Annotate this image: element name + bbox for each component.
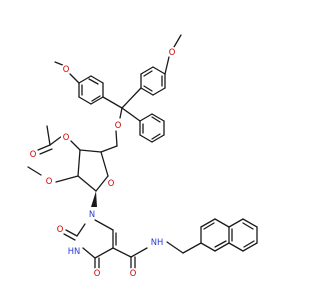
naphthalene-ring-a <box>200 218 230 252</box>
atom-label-uracil-c4-oxygen: O <box>91 267 103 279</box>
atom-label-trityl-ether: O <box>112 119 124 131</box>
svg-text:O: O <box>63 64 70 74</box>
ether-o-to-ch2 <box>115 130 118 147</box>
c5-to-amide-c <box>112 247 132 258</box>
atom-label-uracil-n1: N <box>86 208 98 220</box>
right-ome-methyl <box>173 34 182 48</box>
svg-text:O: O <box>94 268 101 278</box>
acetyl-methyl <box>46 125 51 146</box>
left-ome-bond <box>69 73 80 84</box>
acetyl-o-to-carbonyl-c <box>49 135 63 146</box>
right-methoxyphenyl-ring <box>140 66 166 96</box>
naphthalene-ring-b <box>228 218 258 252</box>
structure-diagram: O O O O O O O N O HN O O <box>27 34 258 279</box>
svg-text:O: O <box>57 224 64 234</box>
n-to-ch2 <box>166 241 184 254</box>
trityl-to-left-ring <box>102 96 123 109</box>
ch2-to-naphthyl <box>182 242 202 254</box>
atom-label-sugar-methoxy: O <box>43 175 55 187</box>
furanose-ring <box>77 149 109 192</box>
atom-label-uracil-c2-oxygen: O <box>54 223 66 235</box>
svg-text:O: O <box>115 120 122 130</box>
atom-label-acetyl-carbonyl: O <box>27 148 39 160</box>
atom-label-amide-nh: NH <box>149 237 165 247</box>
svg-text:HN: HN <box>68 246 81 256</box>
atom-label-uracil-n3h: HN <box>66 246 82 256</box>
svg-text:O: O <box>63 132 70 142</box>
trityl-to-right-ring <box>121 87 142 109</box>
c2-carbonyl-1 <box>65 229 78 237</box>
acetyl-c-double-o-1 <box>37 144 51 151</box>
c3-to-acetyl-o <box>70 140 81 151</box>
right-ome-bond <box>164 56 170 75</box>
uracil-ring <box>76 219 117 259</box>
methoxy-methyl <box>27 166 42 176</box>
molecule-canvas: O O O O O O O N O HN O O <box>27 34 258 279</box>
ch2-to-c4 <box>100 145 118 153</box>
phenyl-ring <box>139 113 165 143</box>
c2-carbonyl-2 <box>63 233 76 241</box>
svg-text:O: O <box>108 178 115 188</box>
c1-wedge-to-n1 <box>91 191 97 207</box>
trityl-to-ether-o <box>119 107 123 119</box>
atom-label-acetyl-ester: O <box>60 131 72 143</box>
left-methoxyphenyl-ring <box>78 75 104 105</box>
acetyl-c-double-o-2 <box>39 148 53 155</box>
svg-text:O: O <box>130 268 137 278</box>
svg-text:N: N <box>89 209 95 219</box>
trityl-to-phenyl <box>121 107 141 122</box>
svg-text:O: O <box>169 47 176 57</box>
svg-text:O: O <box>30 149 37 159</box>
c2-to-methoxy-o <box>55 175 79 183</box>
svg-text:NH: NH <box>151 237 164 247</box>
amide-c-to-n <box>130 247 148 258</box>
atom-label-ring-oxygen: O <box>105 177 117 189</box>
atom-label-ome-left: O <box>60 63 72 75</box>
svg-text:O: O <box>46 176 53 186</box>
atom-label-ome-right: O <box>166 46 178 58</box>
atom-label-amide-oxygen: O <box>127 267 139 279</box>
